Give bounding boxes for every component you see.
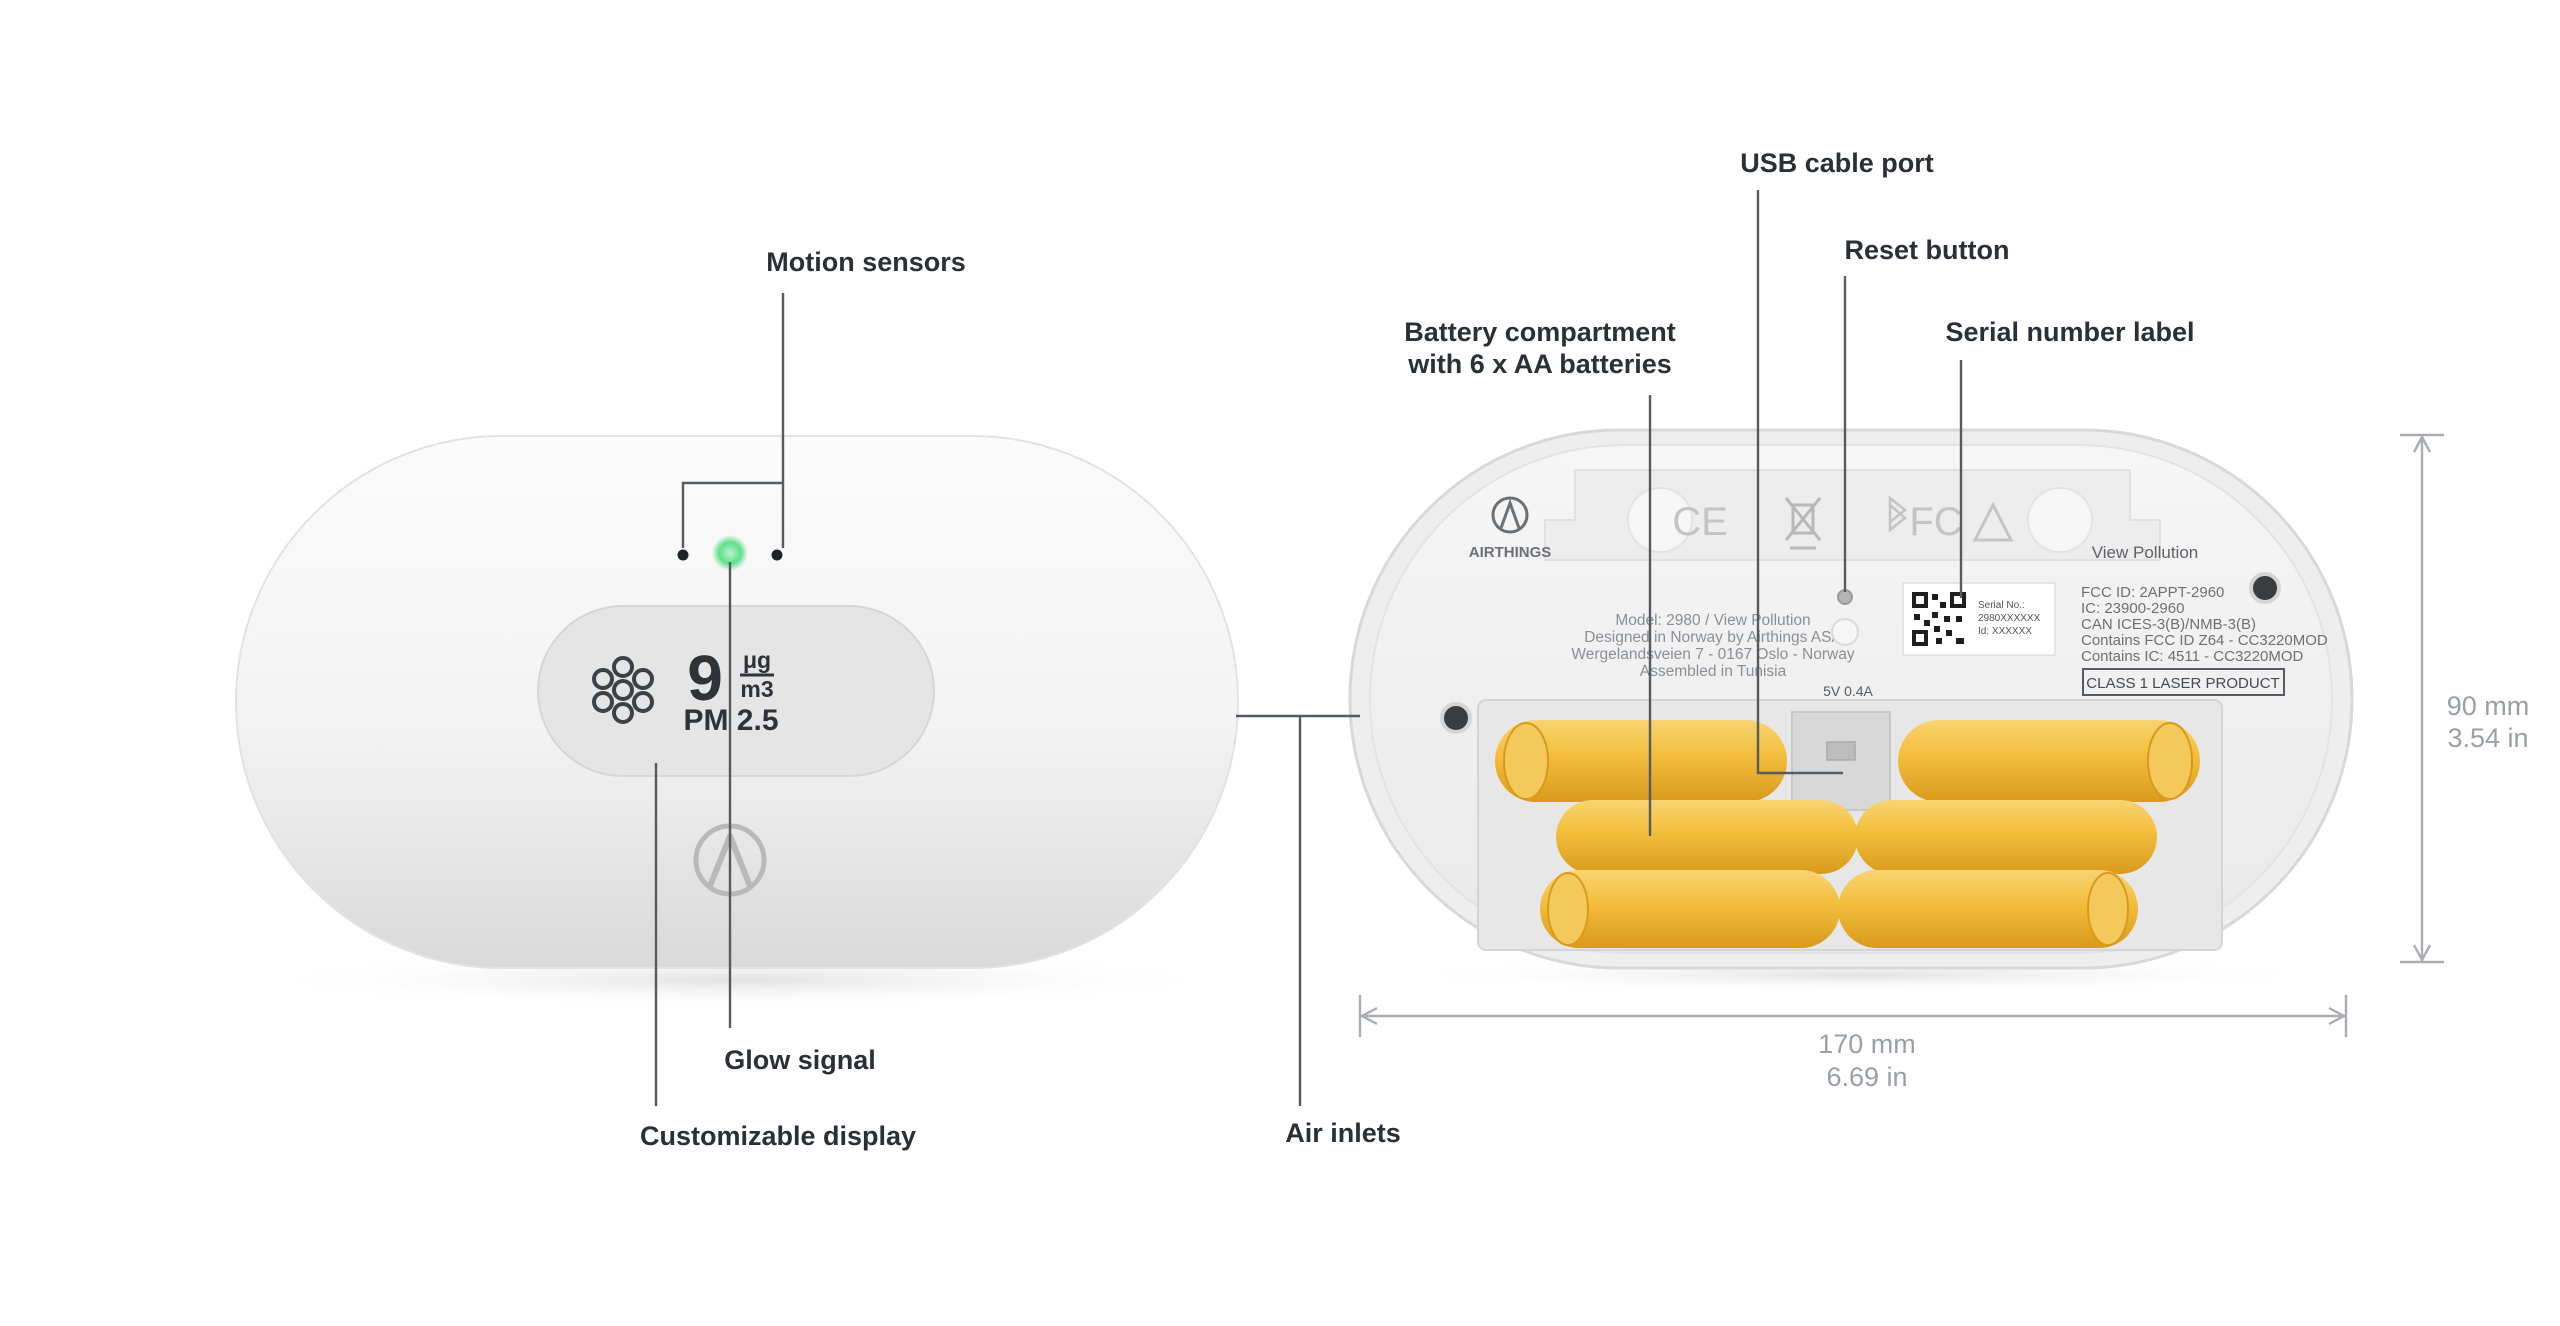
reg-line-2: IC: 23900-2960 [2081,600,2184,617]
usb-port-recess [1791,711,1891,811]
screw-hole-top-right [2249,572,2281,604]
model-line-1: Model: 2980 / View Pollution [1615,612,1810,629]
serial-number-label: Serial No.: 2980XXXXXX Id: XXXXXX [1902,582,2056,656]
battery-3 [1556,800,1858,874]
air-inlets-label: Air inlets [1285,1118,1401,1148]
laser-label: CLASS 1 LASER PRODUCT [2086,675,2279,692]
glow-signal-light [712,535,748,571]
battery-1 [1495,720,1787,802]
model-line-4: Assembled in Tunisia [1640,663,1787,680]
bluetooth-icon [1888,495,1908,533]
battery-compartment-label-2: with 6 x AA batteries [1407,349,1672,379]
motion-sensor-right [771,549,783,561]
leader-lines [654,190,1963,1106]
display-value: 9 [687,642,723,714]
serial-label-line-3: Id: XXXXXX [1978,626,2032,637]
rcm-mark-icon [1972,501,2014,542]
display-unit-bottom: m3 [740,676,773,702]
flower-icon [592,656,654,724]
reset-button[interactable] [1837,589,1853,605]
display-panel [537,605,935,777]
fcc-mark: FC [1909,500,1962,544]
usb-port[interactable] [1826,741,1856,761]
top-recess [1544,469,2161,561]
battery-compartment: 5V 0.4A [1477,683,2223,951]
serial-label-line-2: 2980XXXXXX [1978,613,2041,624]
width-mm-label: 170 mm [1818,1029,1916,1059]
usb-port-leader [1756,190,1843,775]
customizable-display-label: Customizable display [640,1121,916,1151]
height-arrow-top [2412,436,2432,453]
serial-label-line-1: Serial No.: [1978,600,2025,611]
motion-sensors-label: Motion sensors [766,247,966,277]
glow-signal-label: Glow signal [724,1045,876,1075]
width-arrow-left [1361,1006,1378,1026]
reset-button-label: Reset button [1845,235,2010,265]
dimension-lines [1358,433,2444,1037]
weee-bin-icon [1784,497,1822,550]
width-in-label: 6.69 in [1826,1062,1907,1092]
ce-mark: CE [1672,500,1728,544]
airthings-back-logo-icon [1491,496,1529,534]
reg-line-4: Contains FCC ID Z64 - CC3220MOD [2081,632,2328,649]
height-mm-label: 90 mm [2447,691,2530,721]
battery-4 [1855,800,2157,874]
motion-sensor-left [677,549,689,561]
reg-line-1: FCC ID: 2APPT-2960 [2081,584,2224,601]
battery-5 [1540,870,1840,948]
laser-label-box [2082,668,2285,696]
battery-2 [1898,720,2200,802]
model-line-3: Wergelandsveien 7 - 0167 Oslo - Norway [1571,646,1854,663]
reg-line-3: CAN ICES-3(B)/NMB-3(B) [2081,616,2256,633]
motion-sensor-leader [681,293,785,548]
back-view: AIRTHINGS View Pollution CE FC Model: 29… [1348,428,2354,993]
reg-line-5: Contains IC: 4511 - CC3220MOD [2081,648,2303,665]
serial-number-label-callout: Serial number label [1945,317,2194,347]
width-arrow-right [2328,1006,2345,1026]
mount-boss-right [2027,487,2093,553]
front-view: 9 μg m3 PM 2.5 [235,435,1239,1008]
model-line-2: Designed in Norway by Airthings ASA [1584,629,1842,646]
battery-6 [1838,870,2138,948]
display-unit-top: μg [743,647,771,673]
reset-ring [1831,618,1859,646]
back-model-name: View Pollution [2092,543,2198,562]
back-brand-text: AIRTHINGS [1469,544,1552,561]
usb-cable-port-label: USB cable port [1740,148,1934,178]
battery-compartment-label-1: Battery compartment [1404,317,1676,347]
power-rating: 5V 0.4A [1823,683,1873,699]
screw-hole-left [1440,702,1472,734]
height-arrow-bottom [2412,944,2432,961]
height-in-label: 3.54 in [2447,723,2528,753]
qr-code-icon [1912,592,1966,646]
mount-boss-left [1627,487,1693,553]
